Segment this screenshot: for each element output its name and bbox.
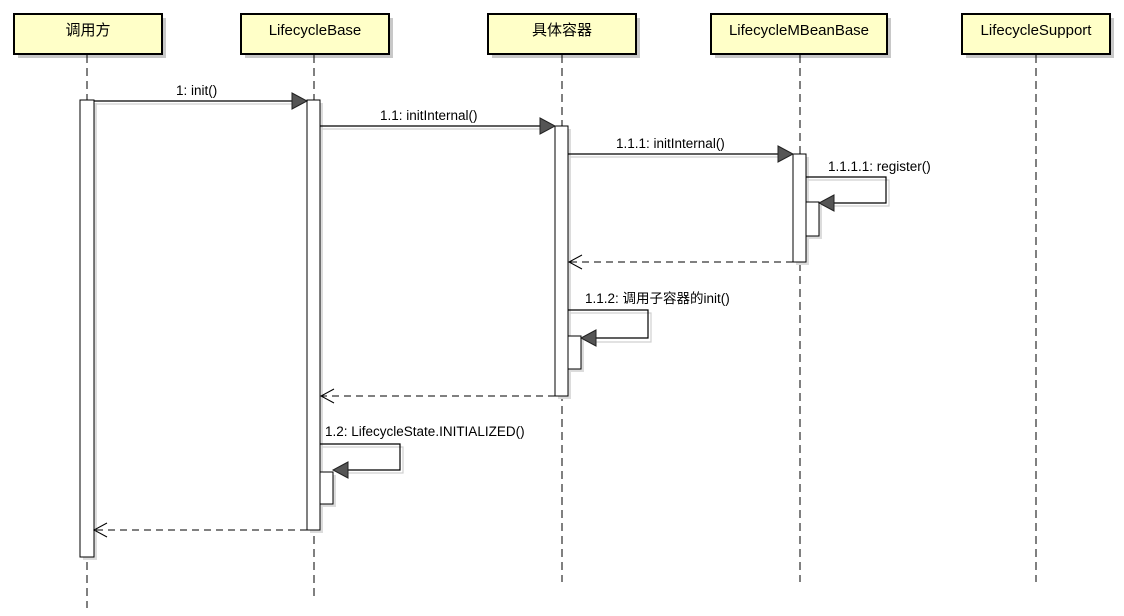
message-child-init[interactable]: 1.1.2: 调用子容器的init() [568, 290, 730, 347]
message-initinternal-mbean[interactable]: 1.1.1: initInternal() [568, 136, 795, 163]
participant-container-label: 具体容器 [532, 22, 592, 39]
participant-container[interactable]: 具体容器 [487, 13, 640, 58]
participant-mbeanbase-label: LifecycleMBeanBase [729, 22, 869, 39]
activation-lifecyclebase [306, 99, 321, 531]
message-initinternal-label: 1.1: initInternal() [380, 108, 478, 123]
message-initialized-label: 1.2: LifecycleState.INITIALIZED() [325, 424, 525, 439]
message-initialized[interactable]: 1.2: LifecycleState.INITIALIZED() [320, 424, 525, 479]
message-initinternal-mbean-label: 1.1.1: initInternal() [616, 136, 725, 151]
message-initinternal[interactable]: 1.1: initInternal() [320, 108, 557, 135]
activation-mbeanbase-self [805, 201, 820, 237]
participant-support-label: LifecycleSupport [981, 22, 1093, 39]
message-init-label: 1: init() [176, 83, 217, 98]
activation-mbeanbase [792, 153, 807, 263]
message-register[interactable]: 1.1.1.1: register() [806, 159, 931, 212]
activation-caller [79, 99, 95, 558]
activation-container-self [567, 335, 582, 370]
participant-mbeanbase[interactable]: LifecycleMBeanBase [710, 13, 891, 58]
activation-lifecyclebase-self [319, 471, 334, 505]
participant-lifecyclebase[interactable]: LifecycleBase [240, 13, 393, 58]
return-from-container [319, 388, 555, 404]
message-child-init-label: 1.1.2: 调用子容器的init() [585, 290, 730, 306]
participant-lifecyclebase-label: LifecycleBase [269, 22, 362, 39]
message-init[interactable]: 1: init() [94, 83, 309, 110]
participant-support[interactable]: LifecycleSupport [961, 13, 1114, 58]
return-from-mbeanbase [567, 254, 793, 270]
activation-container [554, 125, 569, 397]
return-to-caller [92, 522, 307, 538]
participant-caller-label: 调用方 [65, 22, 110, 39]
message-register-label: 1.1.1.1: register() [828, 159, 931, 174]
participant-caller[interactable]: 调用方 [13, 13, 166, 58]
